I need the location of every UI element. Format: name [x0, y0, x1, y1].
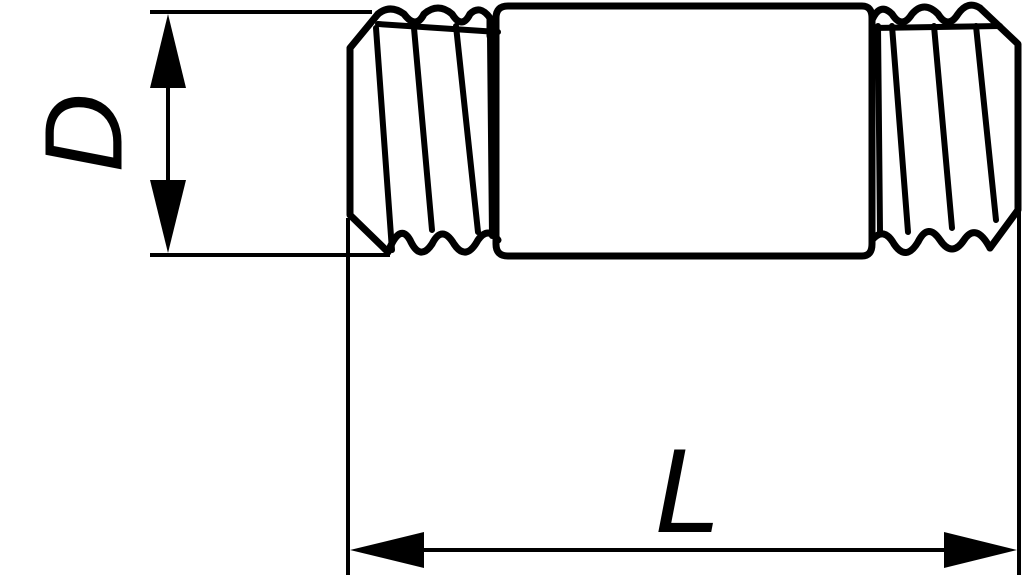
right-thread-top-root	[869, 23, 1003, 31]
right-thread-crests-bottom	[868, 228, 994, 256]
left-thread-top-root	[375, 21, 501, 35]
left-thread-root-line-2	[411, 25, 435, 233]
right-thread-root-line-4	[973, 23, 999, 223]
shank-outline	[492, 2, 876, 260]
stud-body	[346, 1, 1022, 260]
right-thread-crests-top	[868, 1, 984, 26]
left-thread-root-line-3	[453, 23, 481, 235]
diameter-arrow-bottom-icon	[150, 180, 186, 253]
length-label: L	[655, 424, 722, 558]
left-thread-root-line-1	[373, 25, 395, 253]
left-thread-root-line-4	[487, 33, 495, 239]
right-thread-root-line-1	[875, 23, 883, 235]
left-thread-outline	[346, 10, 392, 256]
diameter-arrow-top-icon	[150, 14, 186, 88]
length-arrow-right-icon	[944, 532, 1017, 568]
right-thread-root-line-2	[889, 23, 911, 235]
left-thread-crests-bottom	[384, 229, 502, 256]
diameter-label: D	[23, 93, 146, 172]
left-thread-crests-top	[374, 4, 494, 40]
length-dimension	[346, 212, 1021, 575]
length-arrow-left-icon	[350, 532, 424, 568]
right-thread-root-line-3	[931, 23, 955, 231]
